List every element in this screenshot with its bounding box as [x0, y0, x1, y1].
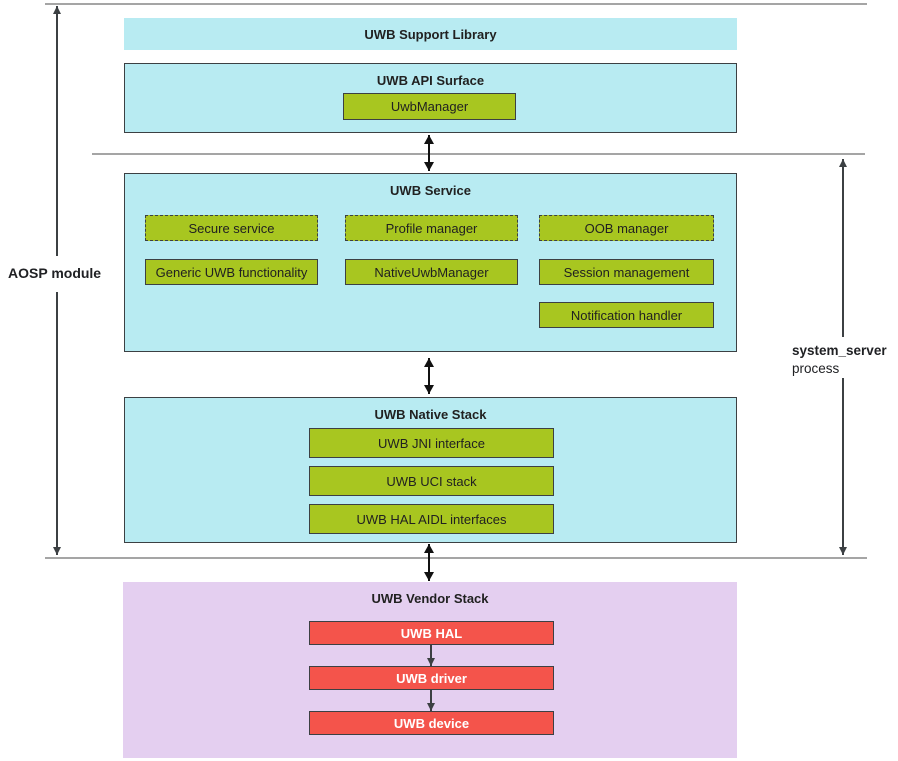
- arrow-hal-driver: [427, 645, 435, 666]
- oob-manager-box: OOB manager: [539, 215, 714, 241]
- arrow-driver-device: [427, 690, 435, 711]
- uwb-api-surface-panel: UWB API Surface UwbManager: [124, 63, 737, 133]
- uwb-manager-box: UwbManager: [343, 93, 516, 120]
- secure-service-box: Secure service: [145, 215, 318, 241]
- arrow-api-service: [424, 135, 434, 171]
- system-server-label-line2: process: [792, 360, 840, 376]
- aosp-module-bracket-arrow-bottom: [53, 292, 61, 555]
- uwb-hal-box: UWB HAL: [309, 621, 554, 645]
- uwb-service-panel: UWB Service Secure service Profile manag…: [124, 173, 737, 352]
- uwb-vendor-stack-title: UWB Vendor Stack: [371, 591, 489, 606]
- aosp-module-label: AOSP module: [8, 265, 102, 281]
- uwb-native-stack-title: UWB Native Stack: [374, 407, 487, 422]
- notification-handler-box: Notification handler: [539, 302, 714, 328]
- uwb-hal-aidl-interfaces-box: UWB HAL AIDL interfaces: [309, 504, 554, 534]
- uwb-driver-box: UWB driver: [309, 666, 554, 690]
- uwb-vendor-stack-panel: UWB Vendor Stack UWB HAL UWB driver UWB …: [123, 582, 737, 758]
- uwb-native-stack-panel: UWB Native Stack UWB JNI interface UWB U…: [124, 397, 737, 543]
- system-server-process-label: system_server process: [790, 341, 889, 379]
- aosp-boundary-line-top: [45, 3, 867, 5]
- uwb-uci-stack-box: UWB UCI stack: [309, 466, 554, 496]
- uwb-device-box: UWB device: [309, 711, 554, 735]
- arrow-native-vendor: [424, 544, 434, 581]
- uwb-jni-interface-box: UWB JNI interface: [309, 428, 554, 458]
- vendor-boundary-line: [45, 557, 867, 559]
- system-server-boundary-line-top: [92, 153, 865, 155]
- uwb-service-title: UWB Service: [390, 183, 471, 198]
- uwb-support-library-title: UWB Support Library: [364, 26, 497, 42]
- aosp-module-bracket-arrow-top: [53, 6, 61, 256]
- system-server-label-line1: system_server: [792, 343, 887, 358]
- uwb-api-surface-title: UWB API Surface: [376, 73, 485, 88]
- arrow-service-native: [424, 358, 434, 394]
- uwb-support-library-band: UWB Support Library: [124, 18, 737, 50]
- system-server-bracket-arrow-top: [839, 159, 847, 337]
- system-server-bracket-arrow-bottom: [839, 377, 847, 555]
- generic-uwb-functionality-box: Generic UWB functionality: [145, 259, 318, 285]
- session-management-box: Session management: [539, 259, 714, 285]
- profile-manager-box: Profile manager: [345, 215, 518, 241]
- native-uwb-manager-box: NativeUwbManager: [345, 259, 518, 285]
